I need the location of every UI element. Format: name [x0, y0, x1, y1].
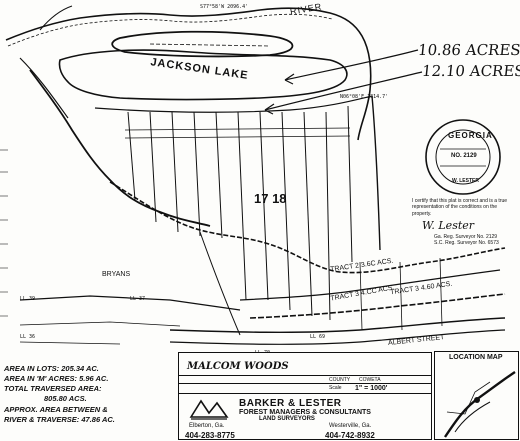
- office-city-1: Elberton, Ga.: [189, 423, 225, 429]
- firm-subtitle-2: LAND SURVEYORS: [259, 416, 315, 422]
- lot-lines: [127, 105, 353, 321]
- note-line-3: TOTAL TRAVERSED AREA:: [4, 384, 102, 394]
- seal-name: W. LESTER: [452, 178, 479, 184]
- acreage-arrow-2: [264, 71, 423, 111]
- svg-text:LL 39: LL 39: [20, 296, 35, 302]
- registration-sc: S.C. Reg. Surveyor No. 6573: [434, 239, 499, 246]
- note-line-1: AREA IN LOTS: 205.34 AC.: [4, 364, 99, 373]
- scale-label: Scale: [329, 385, 342, 391]
- svg-text:N06°08'E 1314.7': N06°08'E 1314.7': [340, 94, 388, 100]
- acreage-label-2: 12.10 ACRES: [421, 62, 520, 80]
- location-map: LOCATION MAP: [434, 351, 519, 440]
- firm-logo-icon: [189, 399, 229, 420]
- lot-number-label: 17 18: [254, 191, 287, 206]
- surveyor-certificate: I certify that this plat is correct and …: [412, 198, 517, 246]
- owner-name: MALCOM WOODS: [187, 361, 289, 372]
- north-arrow: [39, 5, 73, 31]
- title-block: MALCOM WOODS COUNTY COWETA Scale 1" = 10…: [178, 352, 432, 440]
- office-phone-1: 404-283-8775: [185, 431, 235, 440]
- county-label: COUNTY: [329, 377, 351, 383]
- west-boundary: [29, 69, 211, 227]
- firm-subtitle: FOREST MANAGERS & CONSULTANTS: [239, 409, 371, 416]
- left-edge-ticks: [0, 149, 8, 317]
- scale-value: 1" = 1000': [355, 385, 388, 392]
- road-line: [169, 317, 506, 334]
- location-map-title: LOCATION MAP: [449, 354, 503, 361]
- note-line-5: APPROX. AREA BETWEEN &: [4, 404, 108, 414]
- office-city-2: Westerville, Ga.: [329, 423, 372, 429]
- acreage-label-1: 10.86 ACRES: [417, 41, 520, 59]
- location-map-sketch: [444, 371, 516, 438]
- surveyor-signature: W. Lester: [422, 218, 475, 232]
- acreage-arrow-1: [284, 49, 419, 81]
- note-line-2: AREA IN 'M' ACRES: 5.96 AC.: [4, 374, 109, 384]
- svg-text:S77°58'W 2096.4': S77°58'W 2096.4': [200, 4, 248, 10]
- svg-text:LL 36: LL 36: [20, 334, 35, 340]
- svg-text:LL 69: LL 69: [310, 334, 325, 340]
- area-notes: AREA IN LOTS: 205.34 AC. AREA IN 'M' ACR…: [4, 364, 176, 425]
- note-line-6: RIVER & TRAVERSE: 47.86 AC.: [4, 414, 115, 424]
- firm-name: BARKER & LESTER: [239, 398, 342, 409]
- county-value: COWETA: [359, 377, 381, 383]
- river-line: [5, 7, 372, 141]
- bryans-label: BRYANS: [102, 271, 131, 278]
- office-phone-2: 404-742-8932: [325, 431, 375, 440]
- svg-text:LL 37: LL 37: [130, 296, 145, 302]
- seal-outer-ring: [425, 119, 501, 195]
- jackson-lake-outline: [58, 49, 348, 101]
- note-line-4: 805.80 ACS.: [44, 394, 87, 404]
- seal-number: NO. 2129: [451, 153, 477, 159]
- certificate-text: I certify that this plat is correct and …: [412, 198, 508, 217]
- seal-state: GEORGIA: [448, 131, 493, 140]
- creek-line: [109, 181, 506, 274]
- registration-ga: Ga. Reg. Surveyor No. 2129: [434, 233, 498, 240]
